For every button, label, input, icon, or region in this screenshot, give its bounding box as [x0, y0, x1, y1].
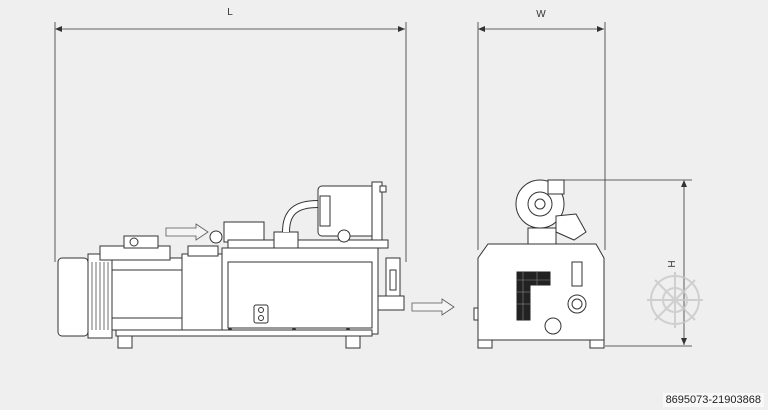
- pump-side-view: [57, 181, 405, 349]
- flow-arrow-outlet: [411, 298, 455, 316]
- dimension-height: [563, 179, 692, 347]
- dimension-width-label: W: [536, 9, 546, 20]
- dimension-length-label: L: [227, 7, 233, 18]
- watermark-logo: [647, 272, 703, 328]
- dimension-length: [54, 22, 407, 262]
- flow-arrow-inlet: [165, 223, 209, 241]
- dimension-width: [477, 22, 606, 250]
- pump-front-view: [473, 179, 605, 349]
- reference-id: 8695073-21903868: [662, 393, 764, 407]
- dimension-height-label: H: [665, 260, 676, 267]
